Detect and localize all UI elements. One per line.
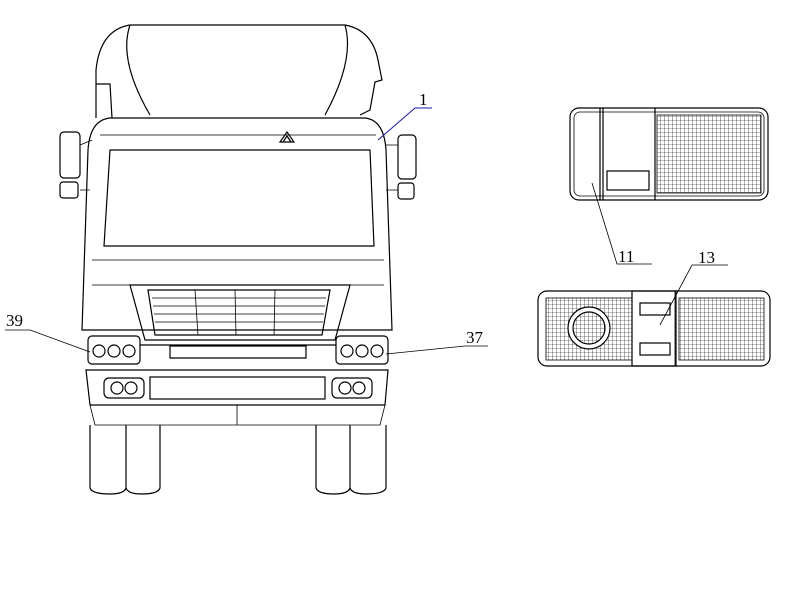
lamp-part-11 (569, 107, 769, 201)
callout-label-11: 11 (618, 247, 634, 266)
cab-outline (81, 117, 393, 331)
left-mirror-small (59, 181, 79, 199)
bumper (85, 369, 389, 406)
grille-frame (129, 284, 351, 341)
callout-39: 39 (5, 311, 91, 353)
left-fog-lamps (103, 377, 145, 399)
right-mirror (397, 134, 417, 180)
callout-11: 11 (591, 182, 652, 266)
bumper-grille (149, 376, 326, 400)
callout-label-13: 13 (698, 248, 715, 267)
left-mirror (59, 131, 81, 179)
lamp-part-13 (537, 290, 771, 367)
truck-front-view (59, 24, 417, 495)
logo-icon (278, 130, 296, 143)
windshield (103, 149, 375, 247)
callout-label-39: 39 (6, 311, 23, 330)
right-wheels (315, 425, 387, 495)
center-intake (140, 344, 336, 359)
grille (147, 289, 331, 336)
callout-label-37: 37 (466, 328, 484, 347)
right-fog-lamps (331, 377, 373, 399)
callout-13: 13 (659, 248, 728, 326)
left-wheels (89, 425, 161, 495)
callout-37: 37 (385, 328, 488, 355)
left-headlamp-cluster (87, 335, 141, 365)
callout-label-1: 1 (419, 90, 428, 109)
right-headlamp-cluster (335, 335, 389, 365)
roof-deflector (95, 24, 383, 119)
right-mirror-small (397, 182, 415, 200)
grille-bars (152, 289, 326, 336)
callout-1: 1 (377, 90, 432, 141)
